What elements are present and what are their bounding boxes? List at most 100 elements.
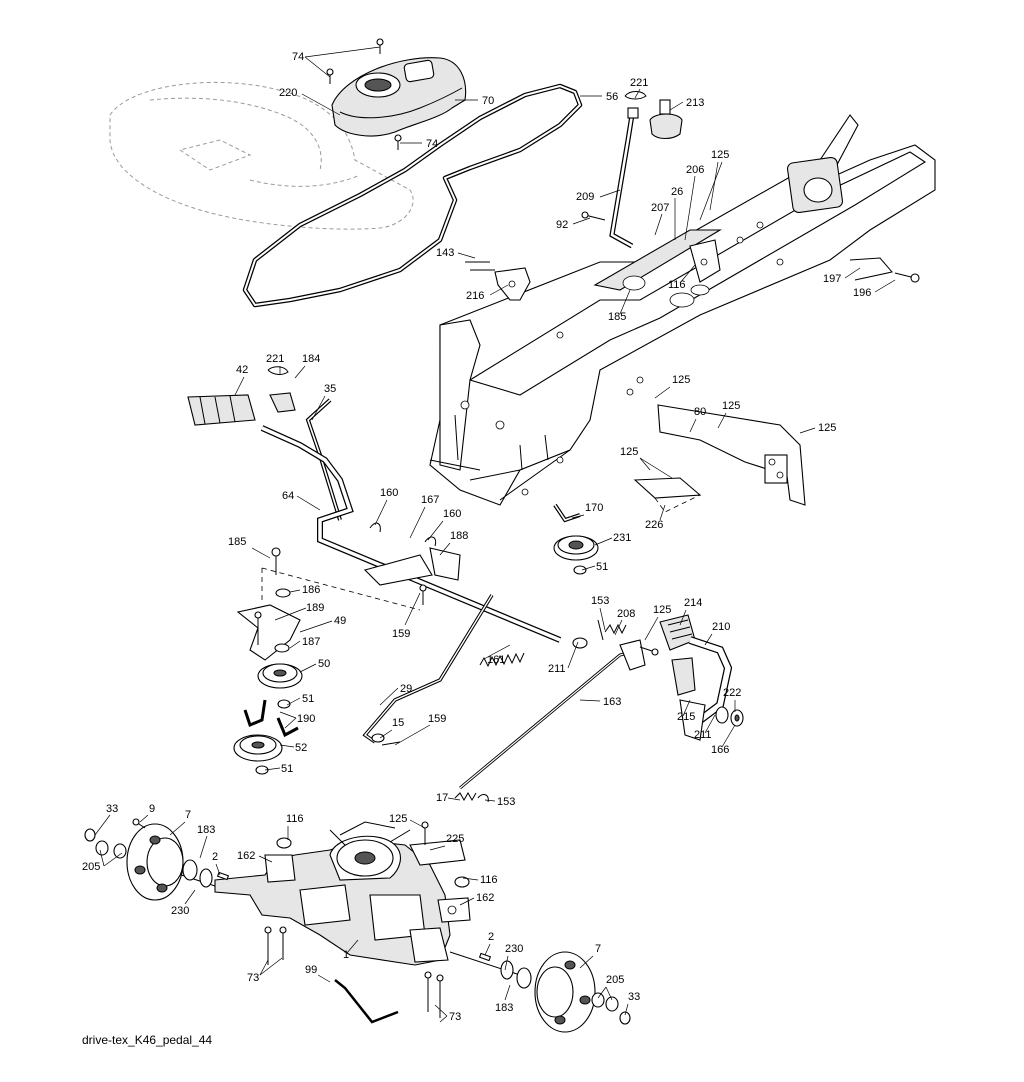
bolt-185 — [271, 547, 281, 575]
grip-42 — [187, 394, 256, 426]
leader-line — [299, 620, 333, 633]
leader-line — [409, 819, 426, 829]
leader-line — [294, 365, 306, 379]
spring-208 — [604, 623, 627, 635]
callout-label-186: 186 — [302, 584, 320, 596]
callout-label-159: 159 — [392, 628, 410, 640]
leader-line — [404, 592, 421, 626]
leader-line — [289, 589, 301, 593]
callout-label-143: 143 — [436, 247, 454, 259]
callout-label-215: 215 — [677, 711, 695, 723]
cover-225 — [409, 839, 466, 866]
bolts-143 — [465, 261, 495, 271]
callout-label-160: 160 — [380, 487, 398, 499]
washers-205-left — [95, 840, 127, 859]
callout-label-216: 216 — [466, 290, 484, 302]
callout-label-208: 208 — [617, 608, 635, 620]
washer-211-left — [572, 637, 588, 649]
spring-17 — [454, 791, 477, 802]
knob-213 — [649, 99, 683, 140]
callout-label-162: 162 — [237, 850, 255, 862]
leader-line — [689, 418, 697, 433]
callout-label-17: 17 — [436, 792, 448, 804]
bracket-226 — [633, 477, 702, 513]
leader-line — [379, 687, 399, 706]
callout-label-221: 221 — [630, 77, 648, 89]
leader-line — [234, 376, 245, 396]
callout-label-163: 163 — [603, 696, 621, 708]
callout-label-2: 2 — [212, 851, 218, 863]
callout-label-125: 125 — [818, 422, 836, 434]
callout-label-222: 222 — [723, 687, 741, 699]
callout-label-92: 92 — [556, 219, 568, 231]
callout-label-190: 190 — [297, 713, 315, 725]
clip-153-mid — [597, 619, 604, 641]
callout-label-42: 42 — [236, 364, 248, 376]
leader-line — [279, 744, 295, 748]
leader-line — [139, 814, 149, 823]
leader-line — [799, 427, 816, 434]
pin-159 — [381, 741, 401, 746]
leader-line — [699, 161, 723, 221]
spacer-187 — [274, 643, 290, 653]
callout-label-51: 51 — [302, 693, 314, 705]
nut-51-a — [573, 565, 587, 575]
leader-line — [304, 56, 331, 78]
leader-line — [184, 889, 196, 905]
leader-line — [94, 814, 111, 836]
leader-line — [597, 986, 607, 999]
leader-line — [504, 984, 511, 1001]
leader-line — [251, 547, 271, 559]
callout-label-213: 213 — [686, 97, 704, 109]
knob-184 — [269, 392, 296, 413]
callout-label-205: 205 — [606, 974, 624, 986]
bracket-162-left — [264, 854, 296, 883]
leader-line — [679, 264, 696, 284]
leader-line — [462, 877, 479, 881]
washer-183-left — [182, 859, 198, 881]
leader-line — [317, 974, 331, 983]
hub-7-right — [534, 951, 596, 1033]
leader-line — [654, 213, 663, 236]
callout-label-187: 187 — [302, 636, 320, 648]
pins-160 — [369, 522, 437, 547]
callout-label-26: 26 — [671, 186, 683, 198]
bracket-188 — [363, 547, 461, 586]
leader-line — [284, 717, 297, 729]
clip-221 — [267, 366, 289, 375]
rod-29 — [362, 594, 494, 744]
leader-line — [704, 714, 716, 734]
callout-label-80: 80 — [694, 406, 706, 418]
callout-label-211: 211 — [694, 729, 712, 741]
screw-74-top — [326, 38, 402, 150]
callout-label-15: 15 — [392, 717, 404, 729]
callout-label-35: 35 — [324, 383, 336, 395]
leader-line — [483, 644, 511, 660]
leader-line — [654, 386, 671, 399]
callout-label-230: 230 — [171, 905, 189, 917]
callout-label-185: 185 — [608, 311, 626, 323]
callout-label-64: 64 — [282, 490, 294, 502]
callout-label-166: 166 — [711, 744, 729, 756]
leader-line — [639, 457, 673, 479]
leader-line — [567, 641, 579, 669]
bolt-92 — [581, 211, 606, 221]
callout-label-50: 50 — [318, 658, 330, 670]
callout-label-125: 125 — [722, 400, 740, 412]
leader-line — [599, 189, 621, 198]
leader-line — [717, 412, 727, 429]
callout-label-210: 210 — [712, 621, 730, 633]
leader-line — [279, 711, 297, 719]
callout-label-184: 184 — [302, 353, 320, 365]
leader-line — [394, 724, 431, 746]
seat-ghost-outline — [109, 81, 414, 230]
callout-label-52: 52 — [295, 742, 307, 754]
leader-line — [704, 633, 713, 646]
clip-221-top — [624, 91, 647, 100]
callout-label-197: 197 — [823, 273, 841, 285]
leader-line — [721, 724, 736, 748]
leader-line — [457, 252, 476, 259]
bolt-125-transaxle — [421, 821, 429, 845]
callout-label-70: 70 — [482, 95, 494, 107]
